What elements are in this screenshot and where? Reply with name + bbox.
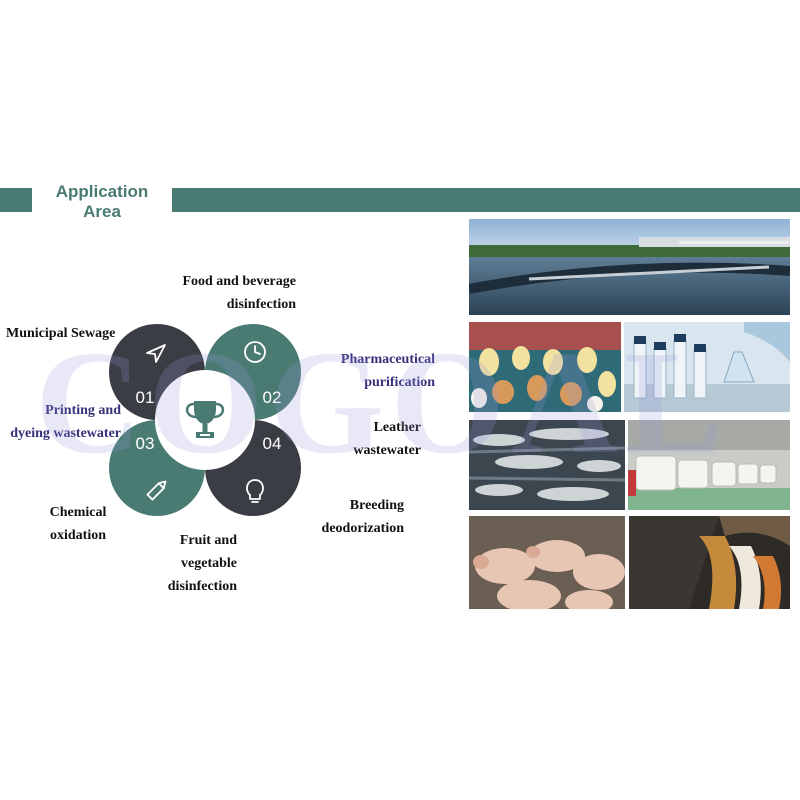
label-breeding-line1: Breeding xyxy=(349,498,404,513)
pencil-icon xyxy=(146,480,167,501)
label-chemical-line2: oxidation xyxy=(49,528,106,543)
label-leather-line1: Leather xyxy=(373,420,421,435)
diagram-svg: 01 02 03 04 xyxy=(109,324,301,516)
label-food-line2: disinfection xyxy=(226,297,296,312)
petal-03-number: 03 xyxy=(136,434,155,453)
label-food-line1: Food and beverage xyxy=(182,274,296,289)
photo-paper-rolls xyxy=(628,420,790,510)
label-leather-line2: wastewater xyxy=(353,443,421,458)
lightbulb-icon xyxy=(246,479,264,503)
label-leather-wastewater: Leather wastewater xyxy=(330,416,421,462)
section-title: Application Area xyxy=(34,182,170,222)
photo-pigs-breeding xyxy=(469,516,625,609)
label-breeding-deodorization: Breeding deodorization xyxy=(300,494,404,540)
label-breeding-line2: deodorization xyxy=(321,521,404,536)
petal-02-number: 02 xyxy=(263,388,282,407)
label-fruit-line1: Fruit and xyxy=(179,533,237,548)
photo-leather-samples xyxy=(629,516,790,609)
label-fruit-line2: vegetable xyxy=(181,556,237,571)
photo-sewage-treatment-plant xyxy=(469,219,790,315)
label-municipal-sewage: Municipal Sewage xyxy=(6,322,136,345)
petal-04-number: 04 xyxy=(263,434,282,453)
label-printing-dyeing: Printing and dyeing wastewater xyxy=(0,399,121,445)
photo-pharmaceutical-lab xyxy=(624,322,790,412)
navigation-arrow-icon xyxy=(146,344,166,363)
label-printing-line1: Printing and xyxy=(45,403,121,418)
label-food-beverage: Food and beverage disinfection xyxy=(150,270,296,316)
header-band-right xyxy=(172,188,800,212)
label-municipal-line1: Municipal Sewage xyxy=(6,326,116,341)
label-chemical-line1: Chemical xyxy=(49,505,107,520)
label-printing-line2: dyeing wastewater xyxy=(10,426,121,441)
petal-01-number: 01 xyxy=(136,388,155,407)
label-fruit-vegetable: Fruit and vegetable disinfection xyxy=(140,529,237,598)
label-fruit-line3: disinfection xyxy=(167,579,237,594)
label-pharma-line1: Pharmaceutical xyxy=(340,352,435,367)
clock-icon xyxy=(244,341,266,363)
label-chemical-oxidation: Chemical oxidation xyxy=(36,501,120,547)
section-title-line1: Application xyxy=(55,182,149,201)
label-pharma-line2: purification xyxy=(364,375,435,390)
header-band-left xyxy=(0,188,32,212)
photo-food-powders xyxy=(469,322,621,412)
label-pharmaceutical: Pharmaceutical purification xyxy=(320,348,435,394)
section-title-line2: Area xyxy=(83,202,121,221)
application-diagram: 01 02 03 04 xyxy=(100,315,310,525)
photo-wastewater-aeration xyxy=(469,420,625,510)
trophy-icon xyxy=(185,401,225,438)
